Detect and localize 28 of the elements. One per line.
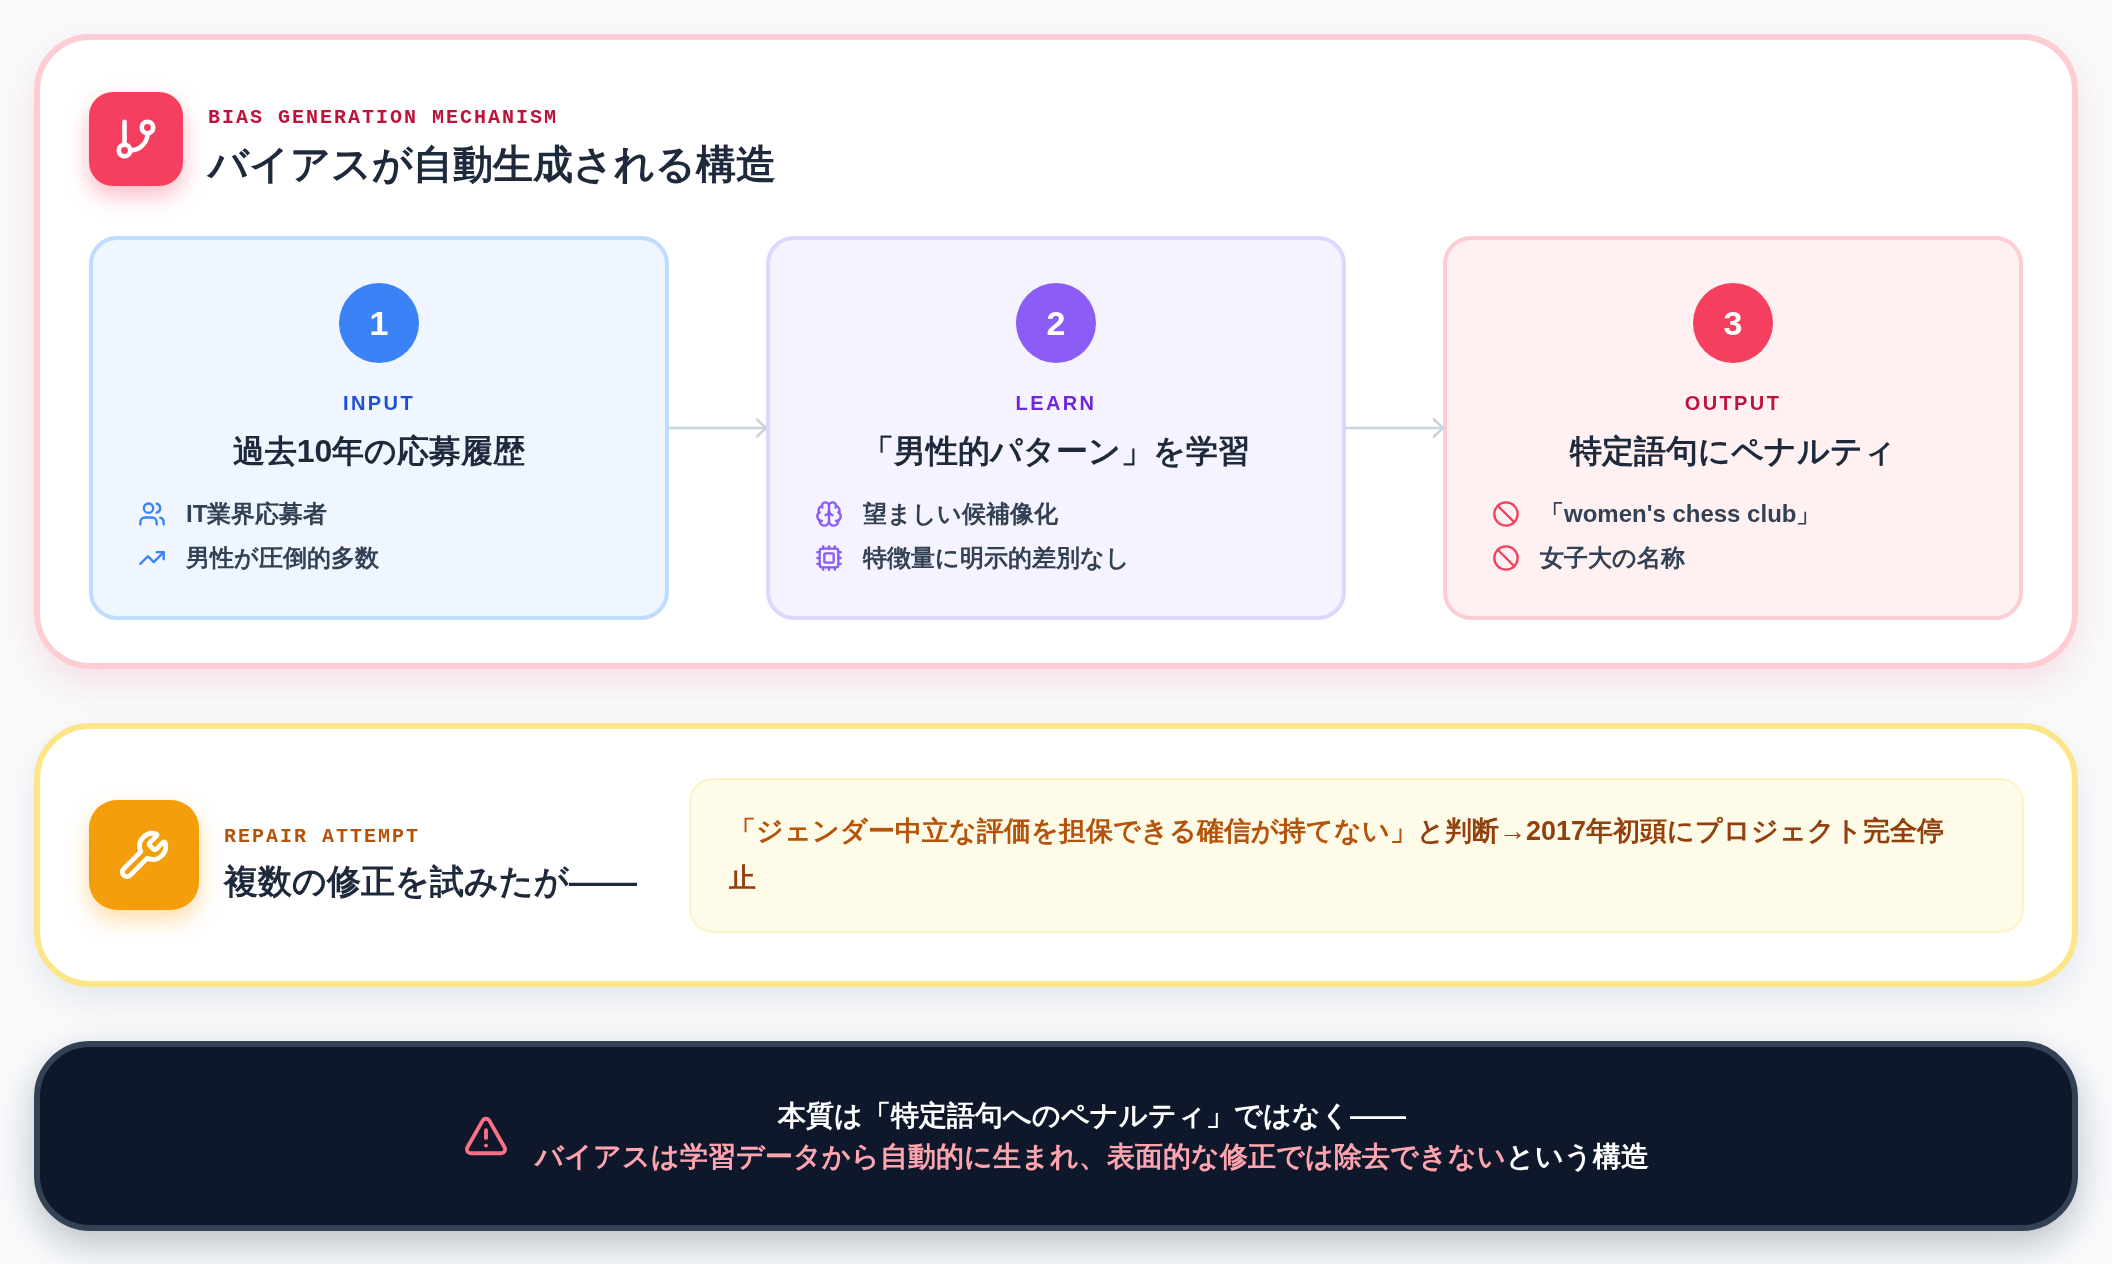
- step-card: [766, 236, 1346, 620]
- step-label: INPUT: [343, 391, 415, 415]
- summary-banner: [34, 1041, 2078, 1231]
- step-heading: 過去10年の応募履歴: [232, 432, 526, 471]
- step-label: LEARN: [1015, 391, 1097, 415]
- summary-text: 本質は「特定語句へのペナルティ」ではなく——: [778, 1099, 1406, 1133]
- note-panel: [689, 777, 2024, 933]
- step-detail: 「women's chess club」: [1540, 499, 1821, 529]
- step-detail: IT業界応募者: [186, 499, 328, 529]
- section-label: BIAS GENERATION MECHANISM: [208, 106, 560, 130]
- arrow: [667, 418, 768, 438]
- outcome-text: 「ジェンダー中立な評価を担保できる確信が持てない」と判断→2017年初頭にプロジェクト完全停止: [729, 815, 1946, 895]
- step-label: OUTPUT: [1684, 391, 1782, 415]
- step-card: [89, 236, 669, 620]
- mechanism-panel: [34, 34, 2078, 669]
- repair-heading: 複数の修正を試みたが——: [224, 861, 638, 902]
- step-heading: 特定語句にペナルティ: [1570, 432, 1896, 471]
- arrow: [1344, 418, 1445, 438]
- step-heading: 「男性的パターン」を学習: [862, 432, 1250, 471]
- section-title: バイアスが自動生成される構造: [208, 141, 776, 188]
- section-label: REPAIR ATTEMPT: [224, 825, 422, 849]
- summary-text: バイアスは学習データから自動的に生まれ、表面的な修正では除去できないという構造: [535, 1140, 1649, 1174]
- repair-panel: [34, 723, 2078, 987]
- step-detail: 女子大の名称: [1540, 543, 1685, 573]
- step-detail: 男性が圧倒的多数: [186, 543, 379, 573]
- step-detail: 特徴量に明示的差別なし: [863, 543, 1130, 573]
- step-detail: 望ましい候補像化: [863, 499, 1058, 529]
- step-card: [1443, 236, 2023, 620]
